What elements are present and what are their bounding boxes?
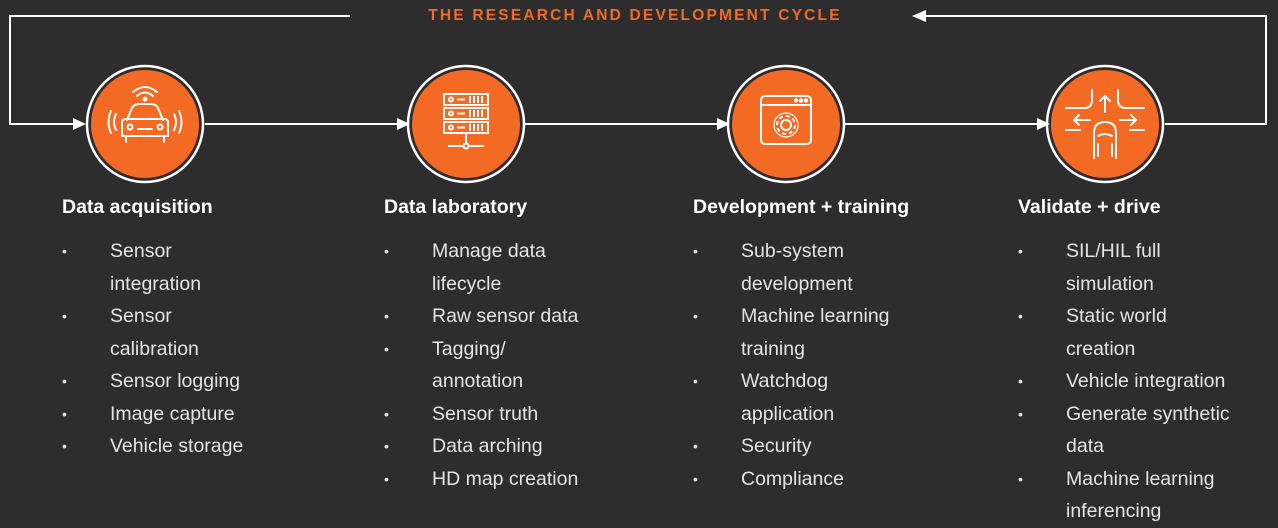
- arrow-into-stage-2: [397, 118, 410, 130]
- list-item: •Sensor calibration: [62, 305, 199, 360]
- list-item: •Compliance: [693, 467, 844, 490]
- stage-development-training: Development + training •Sub-system devel…: [693, 196, 973, 495]
- stage-validate-drive: Validate + drive •SIL/HIL full simulatio…: [1018, 196, 1276, 528]
- stage-2-circle: [406, 64, 526, 184]
- list-item: •Raw sensor data: [384, 305, 579, 327]
- diagram-title: THE RESEARCH AND DEVELOPMENT CYCLE: [428, 7, 842, 24]
- loop-line-return: [923, 15, 1267, 125]
- list-item: •Sensor logging: [62, 370, 241, 392]
- list-item: •HD map creation: [384, 467, 579, 490]
- list-item: •Image capture: [62, 402, 235, 425]
- list-item: •Machine learning inferencing: [1018, 467, 1215, 523]
- list-item: •SIL/HIL full simulation: [1018, 240, 1161, 295]
- arrow-into-stage-1: [73, 118, 86, 130]
- car-sensor-icon: [107, 86, 183, 143]
- stage-3-circle: [726, 64, 846, 184]
- list-item: •Generate synthetic data: [1018, 402, 1230, 458]
- list-item: •Sensor integration: [62, 240, 202, 295]
- gear-window-icon: [760, 95, 812, 145]
- server-rack-icon: [443, 93, 489, 150]
- list-item: •Vehicle storage: [62, 435, 244, 457]
- stage-heading: Data laboratory: [384, 196, 528, 218]
- list-item: •Manage data lifecycle: [384, 240, 546, 295]
- arrow-return-top: [912, 10, 926, 22]
- list-item: •Sub-system development: [693, 240, 853, 295]
- list-item: •Machine learning training: [693, 305, 890, 360]
- arrow-into-stage-4: [1037, 118, 1050, 130]
- stage-data-acquisition: Data acquisition •Sensor integration •Se…: [62, 196, 342, 463]
- stage-1-circle: [85, 64, 205, 184]
- stage-data-laboratory: Data laboratory •Manage data lifecycle •…: [384, 196, 664, 495]
- stage-item-list: •SIL/HIL full simulation •Static world c…: [1018, 235, 1276, 528]
- stage-heading: Validate + drive: [1018, 196, 1161, 218]
- list-item: •Watchdog application: [693, 370, 835, 425]
- list-item: •Static world creation: [1018, 305, 1167, 360]
- stage-heading: Development + training: [693, 196, 910, 218]
- list-item: •Vehicle integration: [1018, 370, 1226, 392]
- intersection-car-icon: [1065, 89, 1145, 159]
- stage-item-list: •Sub-system development •Machine learnin…: [693, 235, 973, 495]
- list-item: •Sensor truth: [384, 402, 539, 425]
- stage-4-circle: [1045, 64, 1165, 184]
- stage-item-list: •Manage data lifecycle •Raw sensor data …: [384, 235, 664, 495]
- loop-line: [9, 15, 350, 125]
- list-item: •Tagging/ annotation: [384, 337, 524, 393]
- list-item: •Data arching: [384, 435, 543, 457]
- stage-item-list: •Sensor integration •Sensor calibration …: [62, 235, 342, 463]
- stage-heading: Data acquisition: [62, 196, 213, 218]
- arrow-into-stage-3: [717, 118, 730, 130]
- list-item: •Security: [693, 435, 812, 457]
